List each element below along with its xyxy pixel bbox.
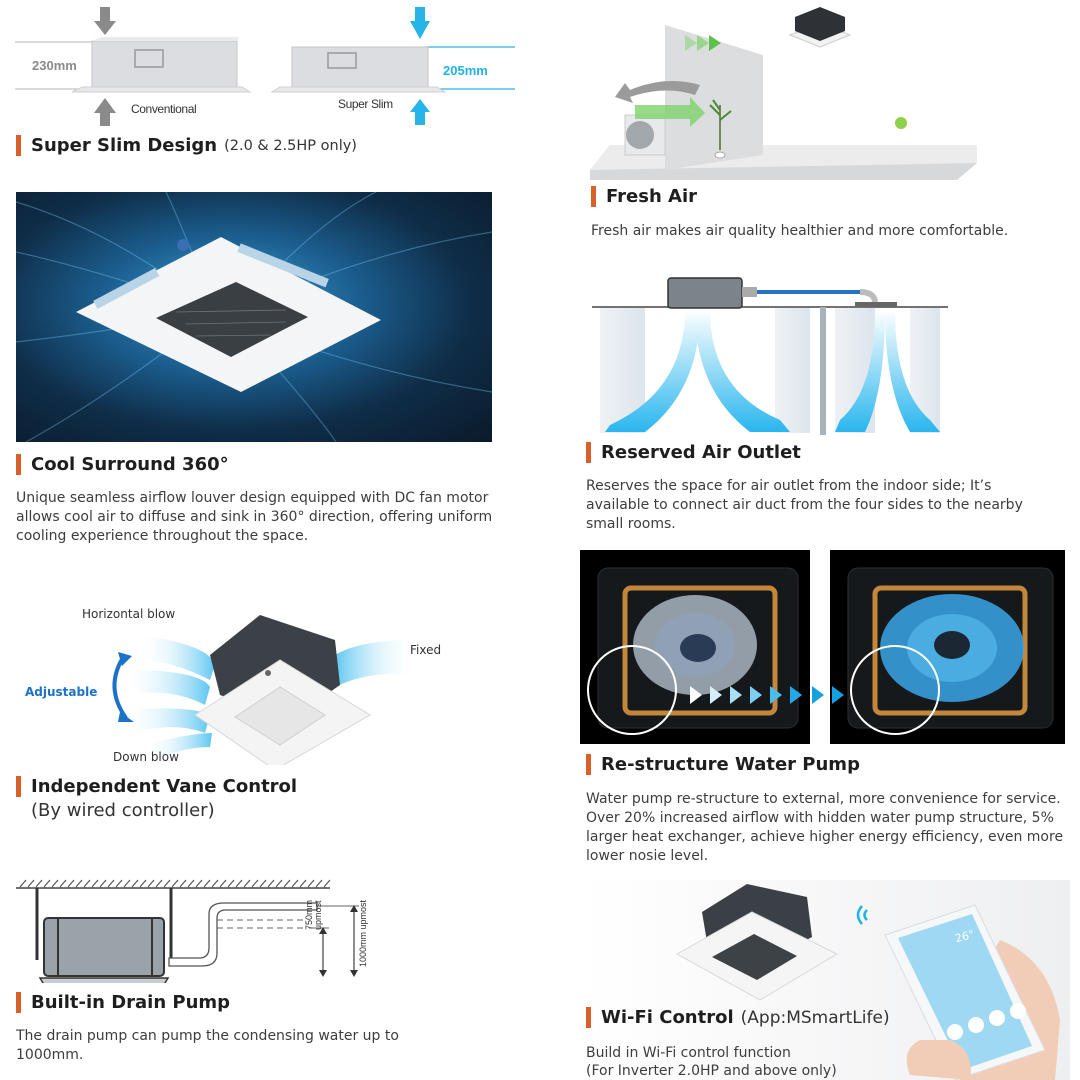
adjustable-arrow-icon [100, 650, 140, 725]
conventional-height-label: 230mm [32, 58, 77, 73]
drain-pump-heading: Built-in Drain Pump [16, 992, 230, 1013]
drain-pump-diagram [14, 878, 374, 983]
water-pump-heading: Re-structure Water Pump [586, 754, 860, 775]
accent-bar [586, 754, 591, 775]
super-slim-label: Super Slim [338, 97, 393, 111]
accent-bar [586, 442, 591, 463]
wifi-cassette-unit [672, 882, 847, 1002]
accent-bar [16, 992, 21, 1013]
vane-control-heading: Independent Vane Control [16, 776, 297, 797]
water-pump-description: Water pump re-structure to external, mor… [586, 791, 1064, 864]
vane-control-illustration [100, 615, 480, 765]
dim-1000-label: 1000mm upmost [358, 899, 368, 967]
cool-surround-description: Unique seamless airflow louver design eq… [16, 490, 493, 544]
vane-control-subtitle: (By wired controller) [31, 800, 215, 821]
fixed-label: Fixed [410, 643, 442, 657]
dim-750-label: 750mm upmost [304, 899, 323, 930]
accent-bar [16, 776, 21, 797]
fresh-air-description: Fresh air makes air quality healthier an… [591, 223, 1009, 239]
conventional-label: Conventional [131, 102, 197, 116]
down-blow-label: Down blow [113, 750, 179, 764]
phone-in-hand [880, 900, 1070, 1080]
wifi-heading: Wi-Fi Control (App:MSmartLife) [586, 1007, 890, 1028]
reserved-outlet-diagram [590, 270, 950, 435]
accent-bar [586, 1007, 591, 1028]
wifi-description-line1: Build in Wi-Fi control function [586, 1045, 791, 1061]
adjustable-label: Adjustable [25, 685, 98, 699]
cool-surround-heading: Cool Surround 360° [16, 454, 229, 475]
slim-height-label: 205mm [443, 63, 488, 78]
fresh-air-heading: Fresh Air [591, 186, 697, 207]
accent-bar [591, 186, 596, 207]
horizontal-blow-label: Horizontal blow [82, 607, 176, 621]
reserved-outlet-description: Reserves the space for air outlet from t… [586, 478, 1023, 532]
water-pump-after-image [830, 550, 1065, 744]
accent-bar [16, 454, 21, 475]
wifi-signal-icon [852, 902, 874, 928]
reserved-outlet-heading: Reserved Air Outlet [586, 442, 801, 463]
accent-bar [16, 135, 21, 156]
water-pump-before-image [580, 550, 810, 744]
fresh-air-illustration [585, 5, 980, 185]
super-slim-illustration [10, 5, 530, 130]
progress-arrows-icon [690, 684, 850, 706]
super-slim-heading: Super Slim Design (2.0 & 2.5HP only) [16, 135, 357, 156]
wifi-description-line2: (For Inverter 2.0HP and above only) [586, 1063, 837, 1079]
cool-surround-image [16, 192, 492, 442]
drain-pump-description: The drain pump can pump the condensing w… [16, 1028, 399, 1063]
